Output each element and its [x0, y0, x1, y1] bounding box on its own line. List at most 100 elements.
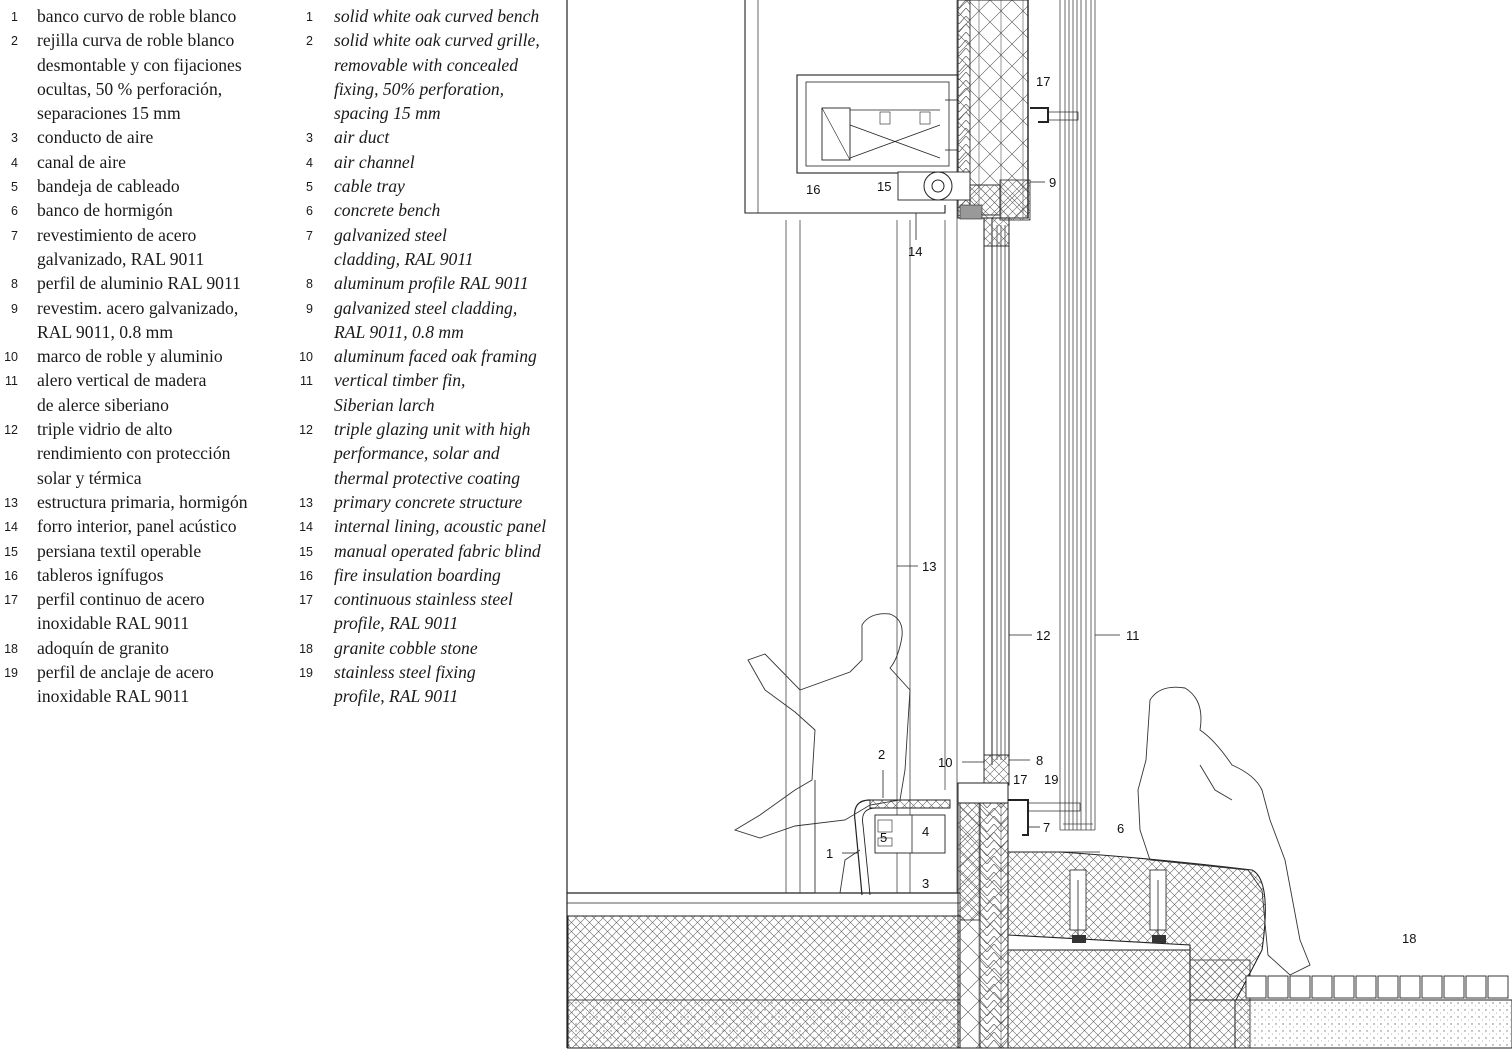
legend-item-es-4: 4 canal de aire — [0, 150, 290, 174]
legend-number: 12 — [299, 423, 313, 438]
legend-number: 9 — [11, 301, 18, 316]
cobble-stone — [1289, 975, 1311, 999]
cobble-stone — [1465, 975, 1487, 999]
leader-lines — [842, 181, 1120, 854]
legend-text: banco de hormigón — [37, 200, 173, 221]
callout-1: 1 — [826, 846, 833, 861]
callout-2: 2 — [878, 747, 885, 762]
legend-text: forro interior, panel acústico — [37, 516, 237, 537]
legend-text: cable tray — [334, 176, 405, 197]
legend-number: 19 — [299, 666, 313, 681]
callout-17-top: 17 — [1036, 74, 1050, 89]
legend-number: 3 — [11, 131, 18, 146]
section-detail-drawing: 17 9 16 15 14 13 12 11 8 10 17 19 7 6 2 … — [566, 0, 1512, 1049]
legend-text: vertical timber fin, Siberian larch — [334, 370, 466, 415]
cobble-stone — [1399, 975, 1421, 999]
legend-number: 6 — [306, 204, 313, 219]
legend-text: rejilla curva de roble blanco desmontabl… — [37, 30, 242, 124]
legend-text: manual operated fabric blind — [334, 540, 541, 561]
legend-text: stainless steel fixing profile, RAL 9011 — [334, 662, 476, 707]
legend-number: 8 — [306, 277, 313, 292]
callout-16: 16 — [806, 182, 820, 197]
legend-item-en-14: 14 internal lining, acoustic panel — [297, 514, 572, 538]
legend-number: 11 — [5, 374, 18, 389]
primary-structure-lines — [744, 0, 958, 893]
cobble-stone — [1443, 975, 1465, 999]
legend-text: triple vidrio de alto rendimiento con pr… — [37, 419, 231, 488]
legend-number: 15 — [299, 544, 313, 559]
seated-figure-exterior — [1137, 686, 1311, 976]
granite-cobbles — [1245, 975, 1509, 999]
ceiling-bulkhead — [744, 0, 959, 214]
legend-text: galvanized steel cladding, RAL 9011, 0.8… — [334, 297, 518, 342]
cobble-stone — [1311, 975, 1333, 999]
callout-11: 11 — [1126, 628, 1140, 643]
legend-number: 13 — [4, 495, 18, 510]
legend-text: internal lining, acoustic panel — [334, 516, 547, 537]
legend-number: 17 — [4, 593, 18, 608]
legend-number: 1 — [306, 10, 313, 24]
legend-text: canal de aire — [37, 151, 126, 172]
callout-6: 6 — [1117, 821, 1124, 836]
legend-number: 18 — [4, 641, 18, 656]
legend-number: 6 — [11, 204, 18, 219]
legend-number: 3 — [306, 131, 313, 146]
legend-number: 8 — [11, 277, 18, 292]
callout-9: 9 — [1049, 175, 1056, 190]
legend-text: estructura primaria, hormigón — [37, 491, 248, 512]
legend-text: primary concrete structure — [334, 491, 523, 512]
legend-number: 4 — [11, 155, 18, 170]
cobble-stone — [1421, 975, 1443, 999]
legend-item-es-10: 10 marco de roble y aluminio — [0, 344, 290, 368]
interior-bench — [853, 799, 951, 896]
legend-text: marco de roble y aluminio — [37, 346, 223, 367]
legend-number: 14 — [299, 520, 313, 535]
legend-number: 5 — [11, 180, 18, 195]
legend-number: 7 — [11, 228, 18, 243]
callout-labels: 17 9 16 15 14 13 12 11 8 10 17 19 7 6 2 … — [806, 74, 1416, 946]
lower-wall — [957, 799, 1009, 1049]
legend-item-en-6: 6 concrete bench — [297, 198, 572, 222]
legend-item-es-5: 5 bandeja de cableado — [0, 174, 290, 198]
legend-number: 10 — [299, 350, 313, 365]
legend-number: 4 — [306, 155, 313, 170]
legend-number: 7 — [306, 228, 313, 243]
legend-text: revestim. acero galvanizado, RAL 9011, 0… — [37, 297, 239, 342]
legend-text: bandeja de cableado — [37, 176, 180, 197]
legend-text: perfil de aluminio RAL 9011 — [37, 273, 241, 294]
legend-number: 2 — [11, 34, 18, 49]
legend-text: aluminum faced oak framing — [334, 346, 537, 367]
legend-text: fire insulation boarding — [334, 564, 501, 585]
legend-text: adoquín de granito — [37, 637, 169, 658]
legend-number: 18 — [299, 641, 313, 656]
legend-text: air duct — [334, 127, 390, 148]
legend-number: 19 — [4, 666, 18, 681]
legend-text: persiana textil operable — [37, 540, 202, 561]
legend-text: concrete bench — [334, 200, 441, 221]
cobble-stone — [1267, 975, 1289, 999]
legend-number: 10 — [4, 350, 18, 365]
cobble-stone — [1333, 975, 1355, 999]
callout-15: 15 — [877, 179, 891, 194]
callout-19: 19 — [1044, 772, 1058, 787]
legend-item-es-2: 2 rejilla curva de roble blanco desmontab… — [0, 28, 290, 125]
